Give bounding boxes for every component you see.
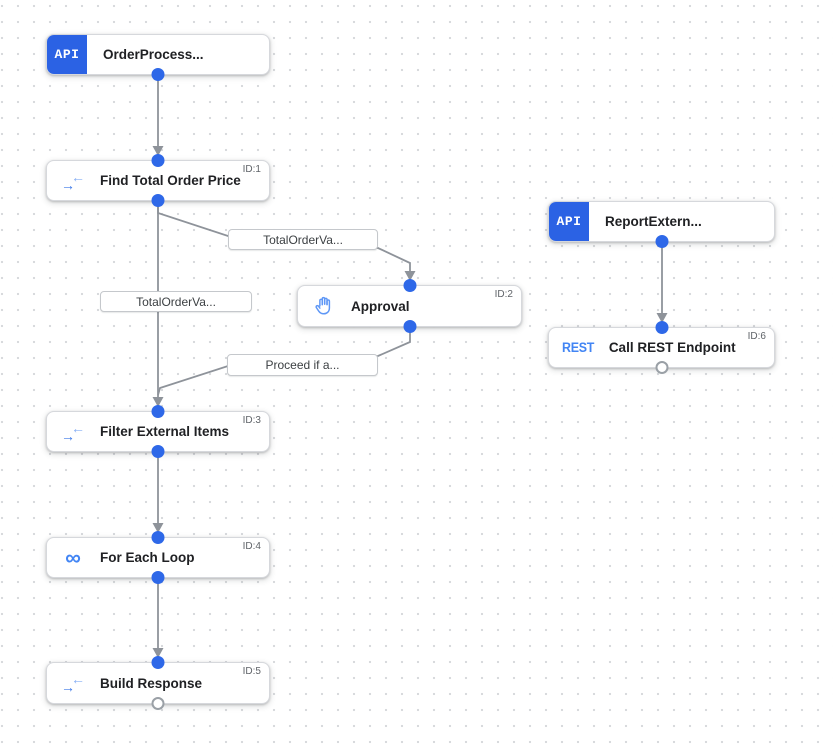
arrowhead-icon [152, 523, 164, 533]
edge-label-proceed-if[interactable]: Proceed if a... [227, 354, 378, 376]
node-title: Build Response [100, 675, 203, 691]
node-id: ID:1 [242, 164, 261, 175]
output-port[interactable] [655, 361, 668, 374]
data-mapping-icon: → ← [61, 168, 85, 193]
input-port[interactable] [655, 321, 668, 334]
node-call-rest-endpoint[interactable]: ID:6 REST Call REST Endpoint [548, 321, 775, 374]
arrowhead-icon [656, 313, 668, 323]
data-mapping-icon: → ← [61, 671, 85, 695]
output-port[interactable] [151, 68, 165, 81]
node-id: ID:2 [494, 289, 513, 300]
node-title: OrderProcess... [103, 47, 204, 62]
node-title: Find Total Order Price [100, 173, 241, 188]
rest-icon: REST [562, 340, 595, 355]
node-trigger-orderprocess[interactable]: API OrderProcess... [46, 34, 270, 81]
node-trigger-reportextern[interactable]: API ReportExtern... [548, 201, 775, 248]
node-title: Filter External Items [100, 424, 230, 439]
input-port[interactable] [151, 154, 165, 167]
input-port[interactable] [151, 405, 165, 418]
output-port[interactable] [403, 320, 416, 333]
output-port[interactable] [151, 445, 165, 458]
node-id: ID:6 [747, 331, 766, 342]
node-title: Call REST Endpoint [608, 340, 736, 355]
input-port[interactable] [403, 279, 416, 292]
node-id: ID:5 [242, 666, 261, 677]
arrowhead-icon [152, 397, 164, 407]
output-port[interactable] [151, 697, 165, 710]
edge-label-totalorderva-filter[interactable]: TotalOrderVa... [100, 291, 252, 312]
api-trigger-icon: API [47, 35, 87, 74]
node-build-response[interactable]: ID:5 → ← Build Response [46, 656, 270, 710]
node-id: ID:4 [242, 541, 261, 552]
input-port[interactable] [151, 656, 165, 669]
node-title: For Each Loop [100, 550, 195, 565]
node-find-total-order-price[interactable]: ID:1 → ← Find Total Order Price [46, 154, 270, 207]
input-port[interactable] [151, 531, 165, 544]
node-title: ReportExtern... [605, 214, 702, 229]
edge-label-totalorderva-approval[interactable]: TotalOrderVa... [228, 229, 378, 250]
node-approval[interactable]: ID:2 Approval [297, 279, 522, 333]
node-for-each-loop[interactable]: ID:4 ∞ For Each Loop [46, 531, 270, 584]
output-port[interactable] [151, 194, 165, 207]
arrowhead-icon [404, 271, 416, 281]
output-port[interactable] [655, 235, 668, 248]
arrowhead-icon [152, 648, 164, 658]
output-port[interactable] [151, 571, 165, 584]
node-filter-external-items[interactable]: ID:3 → ← Filter External Items [46, 405, 270, 458]
node-title: Approval [351, 298, 410, 314]
loop-icon: ∞ [65, 544, 81, 570]
arrowhead-icon [152, 146, 164, 156]
pan-tool-icon [312, 295, 336, 317]
data-mapping-icon: → ← [61, 419, 85, 444]
node-id: ID:3 [242, 415, 261, 426]
api-trigger-icon: API [549, 202, 589, 241]
